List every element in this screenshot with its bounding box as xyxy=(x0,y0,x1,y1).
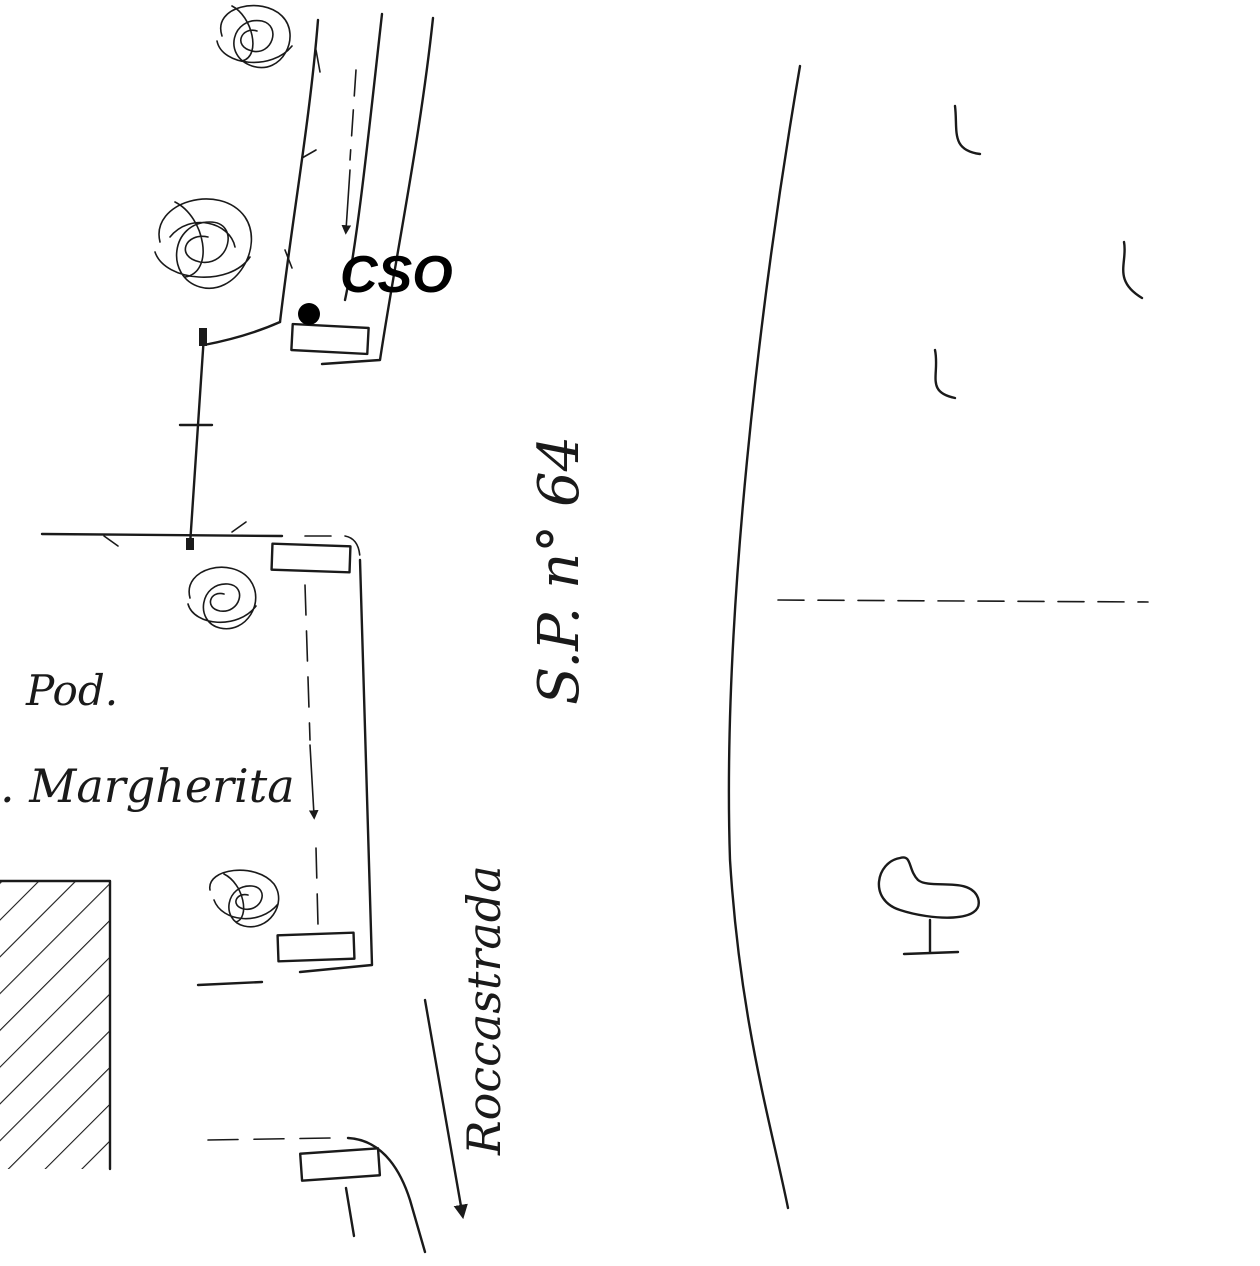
field-mark-icon xyxy=(953,104,982,156)
junction-road xyxy=(40,521,374,987)
lower-road xyxy=(207,998,468,1254)
road-tick xyxy=(284,249,293,269)
field-mark-icon xyxy=(933,348,957,400)
manhole-rect xyxy=(298,1147,382,1182)
tree-icon xyxy=(209,869,280,928)
provincial-road-edge xyxy=(727,64,802,1210)
road-curve-left xyxy=(202,320,282,347)
road-tick xyxy=(301,149,317,159)
building-hatch-icon xyxy=(0,879,112,1171)
podere-label-line1: Pod. xyxy=(25,666,118,715)
direction-arrow-icon xyxy=(423,998,468,1220)
road-edge-center xyxy=(343,12,384,302)
podere-label-line2: . Margherita xyxy=(0,759,295,813)
manhole-rect xyxy=(290,322,370,356)
field-marks xyxy=(933,104,1144,400)
tree-icon xyxy=(187,566,257,630)
cso-label: CSO xyxy=(340,246,453,304)
tree-icon xyxy=(216,4,293,69)
upper-centerline xyxy=(349,69,357,161)
bench-icon xyxy=(877,856,980,956)
manhole-rect xyxy=(270,542,352,574)
field-mark-icon xyxy=(1122,240,1144,300)
road-edge-right xyxy=(320,16,435,366)
field-boundary-dashed xyxy=(777,599,1149,603)
road-tick xyxy=(315,49,321,73)
flow-arrow-icon xyxy=(341,169,352,235)
cso-marker-icon xyxy=(298,303,320,325)
tree-icon xyxy=(154,198,253,290)
road-name-label: S.P. n° 64 xyxy=(527,436,592,705)
manhole-rect xyxy=(276,931,356,963)
upper-road-strip xyxy=(202,12,435,366)
pipe-connector xyxy=(178,328,214,550)
road-edge-left xyxy=(278,18,320,324)
direction-label: Roccastrada xyxy=(457,865,511,1156)
flow-arrow-icon xyxy=(308,744,319,820)
